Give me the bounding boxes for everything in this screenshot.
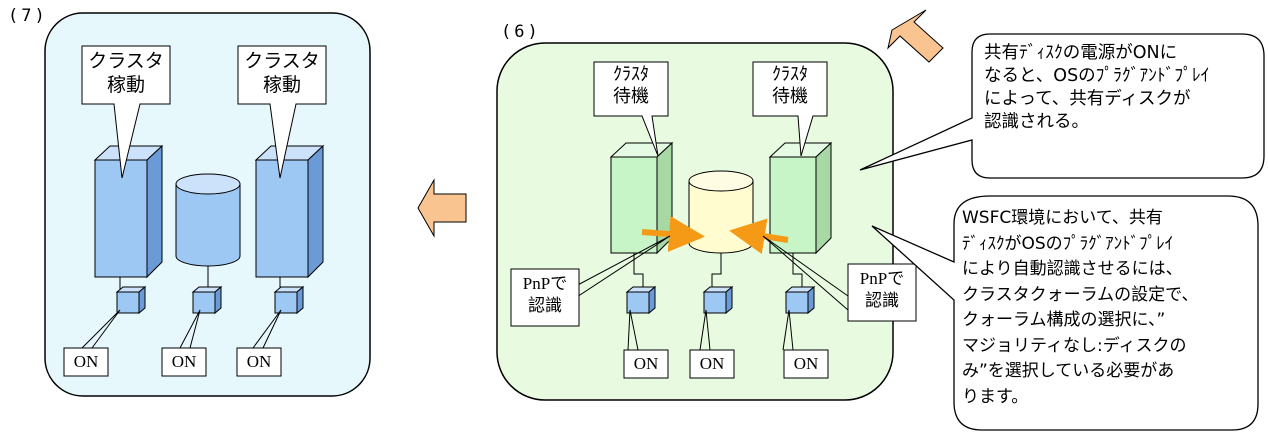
note-bottom-line: マジョリティなし:ディスクの <box>962 335 1187 356</box>
note-bottom-line: WSFC環境において、共有 <box>962 208 1163 228</box>
shared-disk-7 <box>175 173 241 267</box>
step-label-7: (7) <box>8 6 48 26</box>
cables-6 <box>633 253 803 292</box>
server-right-7 <box>254 144 325 279</box>
note-bottom-line: ﾃﾞｨｽｸがOSのﾌﾟﾗｸﾞｱﾝﾄﾞﾌﾟﾚｲ <box>962 233 1174 254</box>
callout-shapes-6 <box>593 61 828 157</box>
callout-line2: 稼動 <box>106 73 145 96</box>
step-label-6: (6) <box>501 22 541 42</box>
switch-6-2 <box>702 285 734 315</box>
pnp-boxes <box>510 263 917 327</box>
note-bottom-text: WSFC環境において、共有 ﾃﾞｨｽｸがOSのﾌﾟﾗｸﾞｱﾝﾄﾞﾌﾟﾚｲ により… <box>962 206 1252 410</box>
callout-line1: ｸﾗｽﾀ <box>613 64 649 85</box>
note-top-line: によって、共有ディスクが <box>984 89 1191 109</box>
note-top-line: なると、OSのﾌﾟﾗｸﾞｱﾝﾄﾞﾌﾟﾚｲ <box>984 66 1210 86</box>
note-bottom-line: み”を選択している必要があ <box>962 361 1175 381</box>
on-label-6-1: ON <box>633 354 659 373</box>
cluster-callout-left-7: クラスタ 稼動 <box>82 50 170 98</box>
switch-7-3 <box>273 285 305 315</box>
on-pointers-6 <box>627 309 794 351</box>
pnp-pointers <box>556 235 849 311</box>
on-label-7-2: ON <box>171 352 197 371</box>
switch-7-1 <box>115 285 147 315</box>
callout-line1: クラスタ <box>244 50 320 72</box>
on-label-6-3: ON <box>793 354 819 373</box>
pnp-line1: PnPで <box>859 269 905 288</box>
switches-6 <box>625 285 816 315</box>
note-bottom-line: ります。 <box>962 386 1029 407</box>
cluster-callout-right-6: ｸﾗｽﾀ 待機 <box>753 64 827 107</box>
switches-7 <box>115 285 305 315</box>
on-pointers-7 <box>81 309 282 349</box>
switch-6-1 <box>625 285 657 315</box>
callout-line1: クラスタ <box>88 50 164 72</box>
pnp-label-left: PnPで 認識 <box>511 273 579 317</box>
callout-line2: 稼動 <box>262 73 301 96</box>
switch-7-2 <box>191 285 223 315</box>
pnp-line2: 認識 <box>865 291 899 312</box>
on-boxes-6 <box>623 349 829 379</box>
callout-line2: 待機 <box>613 85 649 107</box>
note-bottom-line: により自動認識させるには、 <box>962 259 1183 279</box>
switch-6-3 <box>784 285 816 315</box>
note-top-bubble <box>859 33 1265 179</box>
on-boxes-7 <box>63 347 282 377</box>
callout-shapes-7 <box>81 45 327 179</box>
cluster-callout-left-6: ｸﾗｽﾀ 待機 <box>594 64 668 107</box>
note-top-text: 共有ﾃﾞｨｽｸの電源がONに なると、OSのﾌﾟﾗｸﾞｱﾝﾄﾞﾌﾟﾚｲ によって… <box>984 42 1256 134</box>
cluster-callout-right-7: クラスタ 稼動 <box>238 50 326 98</box>
shared-disk-6 <box>688 170 754 254</box>
pnp-label-right: PnPで 認識 <box>848 268 916 312</box>
pnp-line1: PnPで <box>522 274 568 293</box>
on-label-7-1: ON <box>73 352 99 371</box>
server-left-7 <box>93 144 164 279</box>
note-bottom-line: クラスタクォーラムの設定で、 <box>962 284 1199 305</box>
on-label-6-2: ON <box>699 354 725 373</box>
note-top-line: 認識される。 <box>984 112 1089 132</box>
pnp-line2: 認識 <box>528 296 562 317</box>
note-top-line: 共有ﾃﾞｨｽｸの電源がONに <box>984 43 1178 63</box>
note-bottom-bubble <box>871 195 1259 431</box>
callout-line1: ｸﾗｽﾀ <box>772 64 808 85</box>
transition-arrow-left <box>417 178 467 238</box>
callout-line2: 待機 <box>772 85 808 107</box>
note-bottom-line: クォーラム構成の選択に、” <box>962 310 1166 330</box>
diagonal-arrow <box>887 9 944 63</box>
on-label-7-3: ON <box>246 352 272 371</box>
